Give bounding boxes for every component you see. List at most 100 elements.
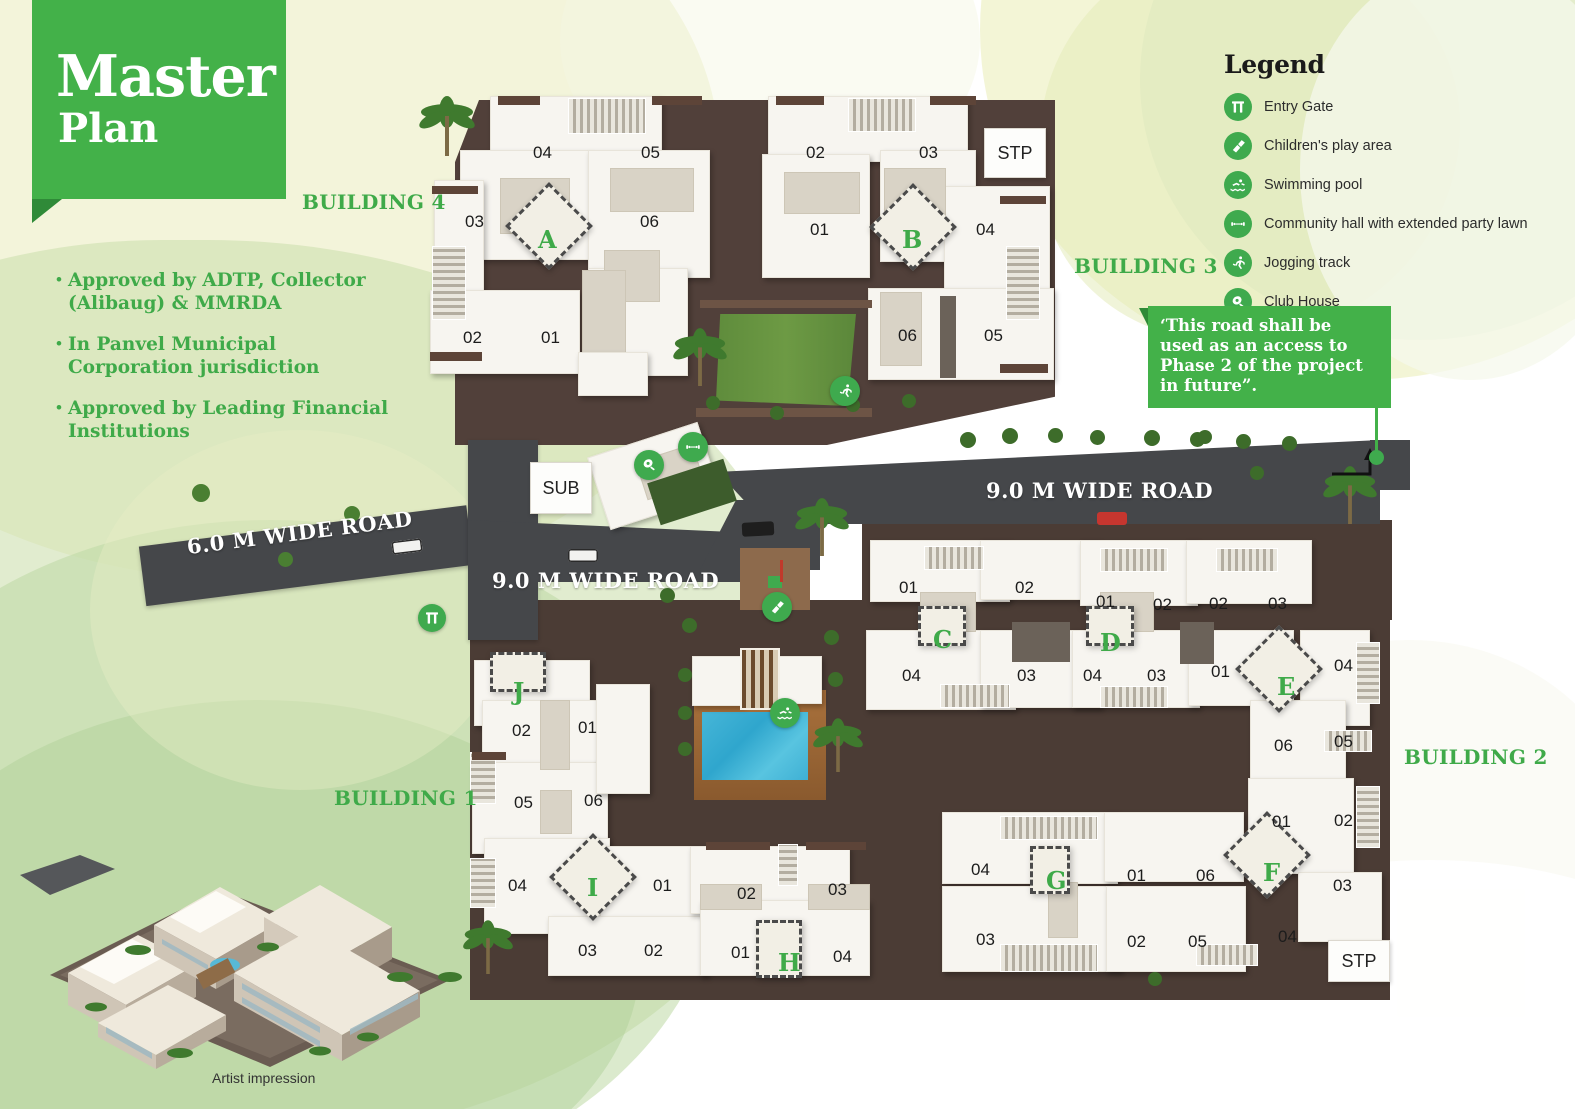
unit-number: 06 — [1196, 866, 1215, 885]
road-label-9m-left: 9.0 M WIDE ROAD — [492, 568, 720, 593]
approval-item: • Approved by Leading Financial Institut… — [56, 398, 396, 443]
wing-letter-a: A — [538, 225, 557, 254]
wing-letter-c: C — [933, 625, 953, 654]
wing-letter-b: B — [902, 225, 923, 254]
wing-core-d — [1086, 606, 1134, 646]
wing-letter-i: I — [587, 873, 599, 902]
legend-heading: Legend — [1224, 50, 1325, 79]
phase2-road-callout: ‘This road shall be used as an access to… — [1148, 306, 1391, 408]
unit-number: 04 — [902, 666, 921, 685]
map-entry-gate-icon — [418, 604, 446, 632]
legend-label: Jogging track — [1264, 255, 1351, 271]
approvals-list: • Approved by ADTP, Collector (Alibaug) … — [56, 270, 396, 462]
unit-number: 04 — [1278, 927, 1297, 946]
unit-number: 04 — [1334, 656, 1353, 675]
unit-number: 02 — [644, 941, 663, 960]
unit-number: 01 — [541, 328, 560, 347]
unit-number: 02 — [512, 721, 531, 740]
callout-leader-line — [1375, 383, 1378, 455]
unit-number: 01 — [1272, 812, 1291, 831]
unit-number: 04 — [1083, 666, 1102, 685]
building-label-1: BUILDING 1 — [334, 786, 478, 810]
approval-item: • In Panvel Municipal Corporation jurisd… — [56, 334, 396, 379]
wing-letter-j: J — [513, 677, 525, 706]
unit-number: 01 — [1096, 592, 1115, 611]
unit-number: 01 — [578, 718, 597, 737]
legend-item-children-play-area: Children's play area — [1224, 132, 1528, 160]
unit-number: 01 — [731, 943, 750, 962]
unit-number: 01 — [653, 876, 672, 895]
pergola — [740, 648, 780, 710]
unit-number: 02 — [1209, 594, 1228, 613]
building-label-2: BUILDING 2 — [1404, 745, 1548, 769]
swimming-pool-icon — [1224, 171, 1252, 199]
children-play-area-icon — [1224, 132, 1252, 160]
unit-number: 06 — [584, 791, 603, 810]
entry-gate-icon — [1224, 93, 1252, 121]
bullet-dot-icon: • — [56, 270, 62, 289]
unit-number: 04 — [971, 860, 990, 879]
map-club-house-icon — [634, 450, 664, 480]
wing-letter-g: G — [1046, 866, 1067, 895]
legend-label: Entry Gate — [1264, 99, 1334, 115]
unit-number: 02 — [737, 884, 756, 903]
map-swimming-pool-icon — [770, 698, 800, 728]
road-label-9m-main: 9.0 M WIDE ROAD — [986, 478, 1214, 503]
unit-number: 06 — [1274, 736, 1293, 755]
approval-item: • Approved by ADTP, Collector (Alibaug) … — [56, 270, 396, 315]
unit-number: 04 — [508, 876, 527, 895]
wing-core-c — [918, 606, 966, 646]
unit-number: 05 — [1334, 732, 1353, 751]
unit-number: 03 — [976, 930, 995, 949]
approval-text: In Panvel Municipal Corporation jurisdic… — [67, 334, 320, 378]
wing-letter-e: E — [1277, 672, 1296, 701]
unit-number: 02 — [1015, 578, 1034, 597]
legend-item-swimming-pool: Swimming pool — [1224, 171, 1528, 199]
building-label-4: BUILDING 4 — [302, 190, 446, 214]
unit-number: 02 — [806, 143, 825, 162]
legend-item-jogging-track: Jogging track — [1224, 249, 1528, 277]
unit-number: 03 — [828, 880, 847, 899]
map-jogging-track-icon — [830, 376, 860, 406]
unit-number: 03 — [919, 143, 938, 162]
unit-number: 06 — [640, 212, 659, 231]
legend-panel: Legend Entry Gate Children's play area — [1224, 50, 1528, 327]
building-label-3: BUILDING 3 — [1074, 254, 1218, 278]
artist-impression-caption: Artist impression — [212, 1070, 316, 1086]
map-children-play-area-icon — [762, 592, 792, 622]
wing-letter-d: D — [1100, 628, 1121, 657]
unit-number: 04 — [833, 947, 852, 966]
unit-number: 02 — [1127, 932, 1146, 951]
palm-tree — [418, 96, 476, 163]
unit-number: 06 — [898, 326, 917, 345]
unit-number: 03 — [578, 941, 597, 960]
unit-number: 04 — [533, 143, 552, 162]
callout-leader-dot — [1369, 450, 1384, 465]
stp-box-top: STP — [984, 128, 1046, 178]
approval-text: Approved by Leading Financial Institutio… — [67, 398, 389, 442]
stp-box-bottom: STP — [1328, 940, 1390, 982]
approval-text: Approved by ADTP, Collector (Alibaug) & … — [67, 270, 366, 314]
jogging-track-icon — [1224, 249, 1252, 277]
unit-number: 02 — [463, 328, 482, 347]
unit-number: 05 — [1188, 932, 1207, 951]
unit-number: 01 — [1211, 662, 1230, 681]
unit-number: 05 — [641, 143, 660, 162]
unit-number: 02 — [1153, 595, 1172, 614]
unit-number: 01 — [899, 578, 918, 597]
unit-number: 02 — [1334, 811, 1353, 830]
bullet-dot-icon: • — [56, 398, 62, 417]
wing-core-g — [1030, 846, 1070, 894]
legend-item-community-hall: Community hall with extended party lawn — [1224, 210, 1528, 238]
unit-number: 05 — [514, 793, 533, 812]
bullet-dot-icon: • — [56, 334, 62, 353]
legend-label: Swimming pool — [1264, 177, 1363, 193]
page-title: Master — [56, 43, 276, 110]
unit-number: 03 — [1017, 666, 1036, 685]
map-community-hall-icon — [678, 432, 708, 462]
unit-number: 03 — [1333, 876, 1352, 895]
unit-number: 05 — [984, 326, 1003, 345]
legend-label: Children's play area — [1264, 138, 1392, 154]
unit-number: 01 — [1127, 866, 1146, 885]
